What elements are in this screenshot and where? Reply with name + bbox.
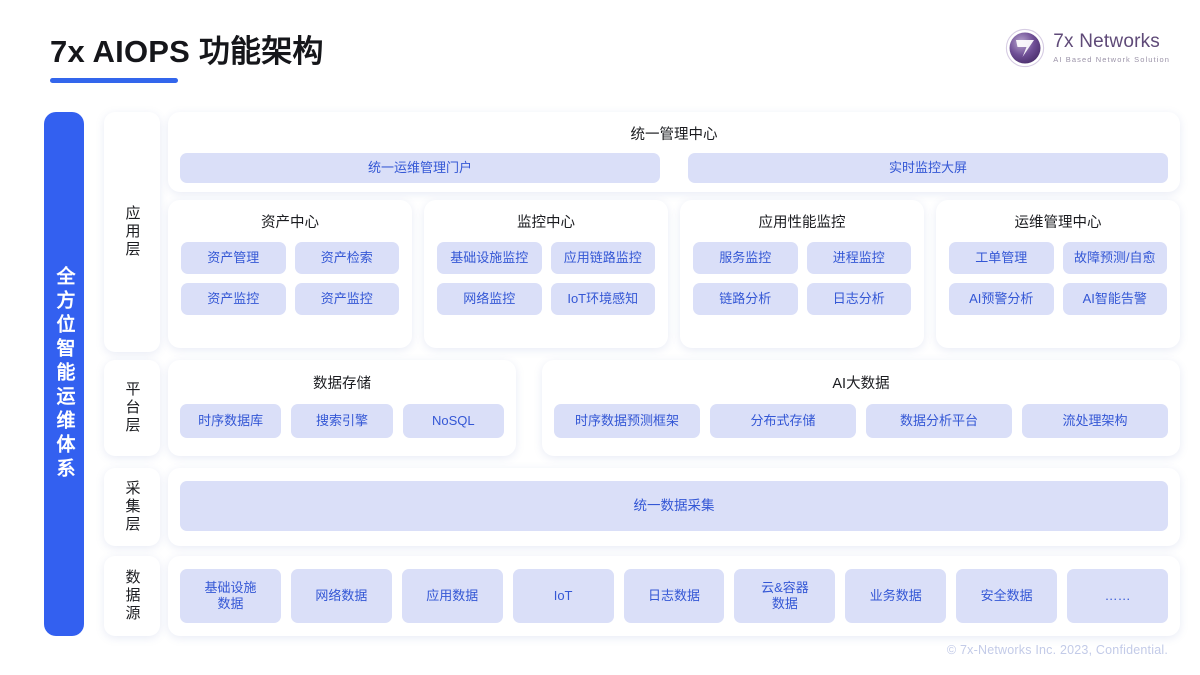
unified-management-center-title: 统一管理中心	[630, 127, 718, 143]
card-ai-bigdata-title: AI大数据	[832, 376, 890, 392]
pill-nosql[interactable]: NoSQL	[402, 404, 504, 438]
title-underline-rule	[50, 78, 178, 83]
pill-ai-intelligent-alerting[interactable]: AI智能告警	[1062, 283, 1167, 315]
pill-iot-environment-sensing[interactable]: IoT环境感知	[550, 283, 655, 315]
page-title: 7x AIOPS 功能架构	[50, 34, 324, 69]
card-data-storage-pills: 时序数据库 搜索引擎 NoSQL	[168, 393, 516, 438]
layer-label-platform: 平台层	[123, 381, 141, 435]
card-ai-bigdata: AI大数据 时序数据预测框架 分布式存储 数据分析平台 流处理架构	[542, 360, 1180, 456]
card-data-sources: 基础设施数据 网络数据 应用数据 IoT 日志数据 云&容器数据 业务数据 安全…	[168, 556, 1180, 636]
pill-application-trace-monitoring[interactable]: 应用链路监控	[550, 242, 655, 274]
card-monitoring-center-pills: 基础设施监控 应用链路监控 网络监控 IoT环境感知	[424, 232, 668, 315]
layer-card-datasource: 数据源	[104, 556, 160, 636]
pill-data-analytics-platform[interactable]: 数据分析平台	[866, 404, 1012, 438]
card-data-storage: 数据存储 时序数据库 搜索引擎 NoSQL	[168, 360, 516, 456]
pill-log-analysis[interactable]: 日志分析	[806, 283, 911, 315]
pill-realtime-monitor-wall[interactable]: 实时监控大屏	[688, 153, 1168, 183]
pill-infrastructure-monitoring[interactable]: 基础设施监控	[437, 242, 542, 274]
data-source-pill-row: 基础设施数据 网络数据 应用数据 IoT 日志数据 云&容器数据 业务数据 安全…	[168, 556, 1180, 623]
pill-asset-monitoring-2[interactable]: 资产监控	[294, 283, 399, 315]
seven-x-logo-icon	[1005, 28, 1045, 68]
layer-card-platform: 平台层	[104, 360, 160, 456]
layer-label-column: 应用层 平台层 采集层 数据源	[104, 112, 160, 636]
pill-service-monitoring[interactable]: 服务监控	[693, 242, 798, 274]
pill-unified-data-collection[interactable]: 统一数据采集	[180, 481, 1168, 531]
logo-tagline: AI Based Network Solution	[1053, 55, 1170, 65]
pill-asset-monitoring-1[interactable]: 资产监控	[181, 283, 286, 315]
layer-card-collection: 采集层	[104, 468, 160, 546]
pill-asset-management[interactable]: 资产管理	[181, 242, 286, 274]
layer-label-application: 应用层	[123, 205, 141, 259]
card-asset-center: 资产中心 资产管理 资产检索 资产监控 资产监控	[168, 200, 412, 348]
layer-card-application: 应用层	[104, 112, 160, 352]
pill-network-monitoring[interactable]: 网络监控	[437, 283, 542, 315]
card-monitoring-center-title: 监控中心	[517, 215, 575, 231]
pill-network-data[interactable]: 网络数据	[290, 569, 392, 623]
pill-infrastructure-data[interactable]: 基础设施数据	[180, 569, 281, 623]
layer-label-datasource: 数据源	[123, 569, 141, 623]
logo-text-block: 7x Networks AI Based Network Solution	[1053, 32, 1170, 64]
architecture-diagram: 全方位智能运维体系 应用层 平台层 采集层 数据源 统一管理中心 统一运维管	[0, 108, 1200, 638]
layer-label-collection: 采集层	[123, 480, 141, 534]
pill-ai-early-warning-analysis[interactable]: AI预警分析	[949, 283, 1054, 315]
pill-application-data[interactable]: 应用数据	[401, 569, 503, 623]
card-data-storage-title: 数据存储	[313, 376, 371, 392]
pill-iot-data[interactable]: IoT	[512, 569, 614, 623]
pill-search-engine[interactable]: 搜索引擎	[291, 404, 393, 438]
pill-cloud-container-data[interactable]: 云&容器数据	[734, 569, 836, 623]
pill-ticket-management[interactable]: 工单管理	[949, 242, 1054, 274]
pill-more-ellipsis[interactable]: ……	[1067, 569, 1169, 623]
card-ai-bigdata-pills: 时序数据预测框架 分布式存储 数据分析平台 流处理架构	[542, 393, 1180, 438]
pill-timeseries-forecast-framework[interactable]: 时序数据预测框架	[554, 404, 700, 438]
side-banner-label: 全方位智能运维体系	[53, 266, 75, 482]
pill-stream-processing-architecture[interactable]: 流处理架构	[1022, 404, 1168, 438]
card-unified-collection: 统一数据采集	[168, 468, 1180, 546]
card-apm-title: 应用性能监控	[758, 215, 846, 231]
pill-unified-ops-portal[interactable]: 统一运维管理门户	[180, 153, 660, 183]
card-ops-management-center: 运维管理中心 工单管理 故障预测/自愈 AI预警分析 AI智能告警	[936, 200, 1180, 348]
pill-process-monitoring[interactable]: 进程监控	[806, 242, 911, 274]
header: 7x AIOPS 功能架构 7x	[0, 0, 1200, 100]
pill-trace-analysis[interactable]: 链路分析	[693, 283, 798, 315]
side-banner: 全方位智能运维体系	[44, 112, 84, 636]
card-apm-pills: 服务监控 进程监控 链路分析 日志分析	[680, 232, 924, 315]
pill-asset-search[interactable]: 资产检索	[294, 242, 399, 274]
company-logo: 7x Networks AI Based Network Solution	[1005, 28, 1170, 68]
card-ops-management-center-title: 运维管理中心	[1014, 215, 1102, 231]
footer-copyright: © 7x-Networks Inc. 2023, Confidential.	[946, 643, 1168, 657]
pill-fault-prediction-selfhealing[interactable]: 故障预测/自愈	[1062, 242, 1167, 274]
pill-log-data[interactable]: 日志数据	[623, 569, 725, 623]
pill-timeseries-database[interactable]: 时序数据库	[180, 404, 282, 438]
card-asset-center-pills: 资产管理 资产检索 资产监控 资产监控	[168, 232, 412, 315]
pill-security-data[interactable]: 安全数据	[956, 569, 1058, 623]
content-column: 统一管理中心 统一运维管理门户 实时监控大屏 资产中心 资产管理 资产检索 资产…	[168, 112, 1180, 636]
unified-management-center-pill-row: 统一运维管理门户 实时监控大屏	[168, 144, 1180, 183]
pill-distributed-storage[interactable]: 分布式存储	[710, 404, 856, 438]
card-apm: 应用性能监控 服务监控 进程监控 链路分析 日志分析	[680, 200, 924, 348]
card-asset-center-title: 资产中心	[261, 215, 319, 231]
pill-business-data[interactable]: 业务数据	[845, 569, 947, 623]
card-ops-management-center-pills: 工单管理 故障预测/自愈 AI预警分析 AI智能告警	[936, 232, 1180, 315]
unified-management-center-block: 统一管理中心 统一运维管理门户 实时监控大屏	[168, 112, 1180, 192]
card-monitoring-center: 监控中心 基础设施监控 应用链路监控 网络监控 IoT环境感知	[424, 200, 668, 348]
logo-company-name: 7x Networks	[1053, 31, 1161, 53]
